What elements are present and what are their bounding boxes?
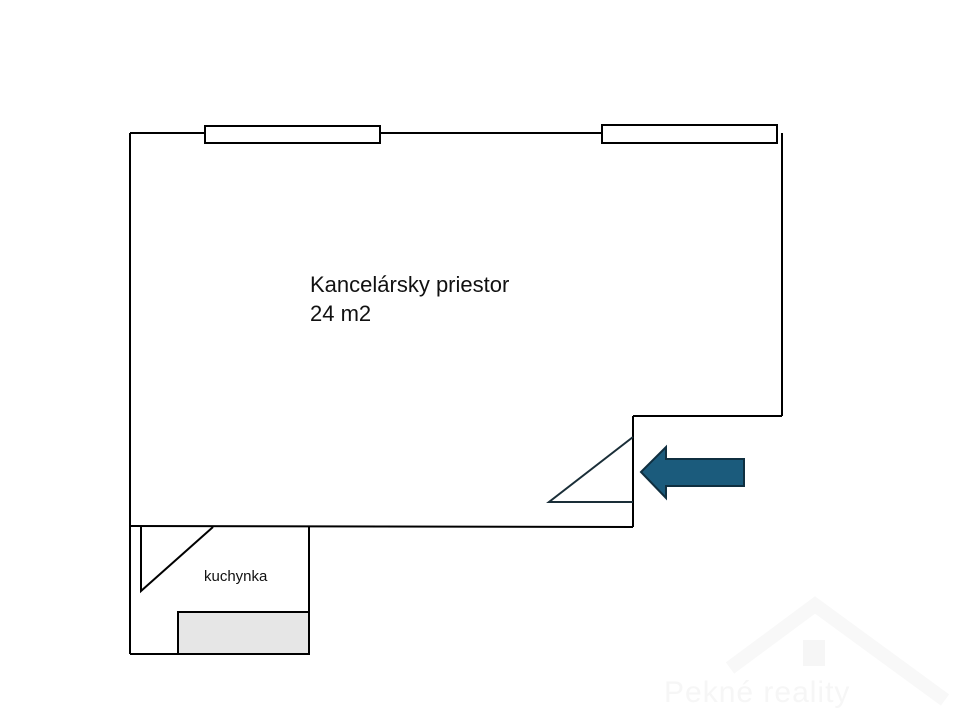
watermark-logo-icon — [725, 596, 950, 706]
kitchen-label: kuchynka — [204, 568, 268, 585]
window-left — [204, 125, 381, 144]
arrow-left-icon — [639, 444, 745, 501]
watermark-text: Pekné reality — [664, 676, 851, 709]
main-room-area: 24 m2 — [310, 300, 372, 326]
door-swing-kitchen — [140, 526, 214, 594]
window-right — [601, 124, 778, 144]
main-room-name: Kancelársky priestor — [310, 272, 510, 297]
door-swing-entrance — [546, 436, 634, 503]
main-room-label: Kancelársky priestor 24 m2 — [310, 271, 509, 328]
kitchen-counter — [177, 611, 310, 655]
